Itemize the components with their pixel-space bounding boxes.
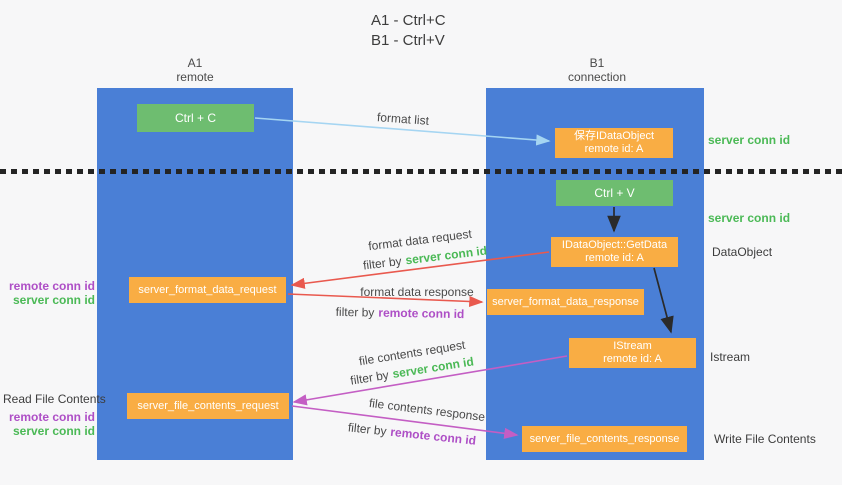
- server-format-data-response-box: server_format_data_response: [487, 289, 644, 315]
- remote-conn-id-label: remote conn id: [8, 279, 95, 293]
- getdata-remote-id: remote id: A: [585, 252, 644, 264]
- filter-by-text: filter by: [362, 253, 403, 273]
- file-response-label: server_file_contents_response: [529, 432, 680, 445]
- ctrl-v-label: Ctrl + V: [594, 186, 635, 200]
- file-contents-response-label: file contents response: [368, 395, 486, 425]
- idataobject-getdata-box: IDataObject::GetData remote id: A: [551, 237, 678, 267]
- server-conn-id-label: server conn id: [12, 424, 95, 438]
- phase-divider-dashed-line: [0, 169, 842, 174]
- ctrl-c-box: Ctrl + C: [137, 104, 254, 132]
- istream-remote-id: remote id: A: [603, 353, 662, 365]
- remote-conn-id-text: remote conn id: [389, 424, 477, 448]
- title-line-2: B1 - Ctrl+V: [371, 32, 445, 49]
- lane-b1-role: connection: [567, 70, 627, 84]
- format-data-response-label: format data response: [360, 285, 474, 299]
- write-file-contents-label: Write File Contents: [714, 432, 816, 446]
- read-file-contents-label: Read File Contents: [3, 392, 106, 406]
- server-format-data-request-box: server_format_data_request: [129, 277, 286, 303]
- save-idataobject-title: 保存IDataObject: [573, 130, 655, 142]
- lane-b1-name: B1: [589, 56, 605, 70]
- file-conn-id-group: remote conn id server conn id: [3, 410, 95, 438]
- diagram-title: A1 - Ctrl+C B1 - Ctrl+V: [371, 11, 446, 51]
- server-conn-id-label: server conn id: [12, 293, 95, 307]
- filter-by-text: filter by: [347, 420, 388, 439]
- title-line-1: A1 - Ctrl+C: [371, 12, 446, 29]
- lane-header-b1: B1 connection: [537, 56, 657, 84]
- filter-by-text: filter by: [335, 304, 375, 320]
- filter-by-text: filter by: [349, 367, 390, 388]
- format-conn-id-group: remote conn id server conn id: [3, 279, 95, 307]
- server-conn-id-label-mid: server conn id: [708, 211, 791, 225]
- istream-title: IStream: [613, 340, 652, 352]
- save-idataobject-box: 保存IDataObject remote id: A: [555, 128, 673, 158]
- save-idataobject-remote-id: remote id: A: [584, 143, 644, 155]
- getdata-title: IDataObject::GetData: [561, 239, 668, 251]
- lane-a1-role: remote: [176, 70, 214, 84]
- lane-a1-name: A1: [187, 56, 203, 70]
- format-response-label: server_format_data_response: [492, 295, 639, 308]
- lane-header-a1: A1 remote: [135, 56, 255, 84]
- remote-conn-id-label: remote conn id: [8, 410, 95, 424]
- ctrl-v-box: Ctrl + V: [556, 180, 673, 206]
- format-list-label: format list: [376, 110, 430, 128]
- server-file-contents-request-box: server_file_contents_request: [127, 393, 289, 419]
- remote-conn-id-text: remote conn id: [378, 305, 465, 322]
- server-file-contents-response-box: server_file_contents_response: [522, 426, 687, 452]
- file-request-label: server_file_contents_request: [137, 399, 279, 412]
- server-conn-id-label-top: server conn id: [708, 133, 791, 147]
- format-request-label: server_format_data_request: [138, 283, 277, 296]
- ctrl-c-label: Ctrl + C: [174, 111, 216, 125]
- istream-side-label: Istream: [710, 350, 751, 364]
- istream-box: IStream remote id: A: [569, 338, 696, 368]
- dataobject-label: DataObject: [712, 245, 773, 259]
